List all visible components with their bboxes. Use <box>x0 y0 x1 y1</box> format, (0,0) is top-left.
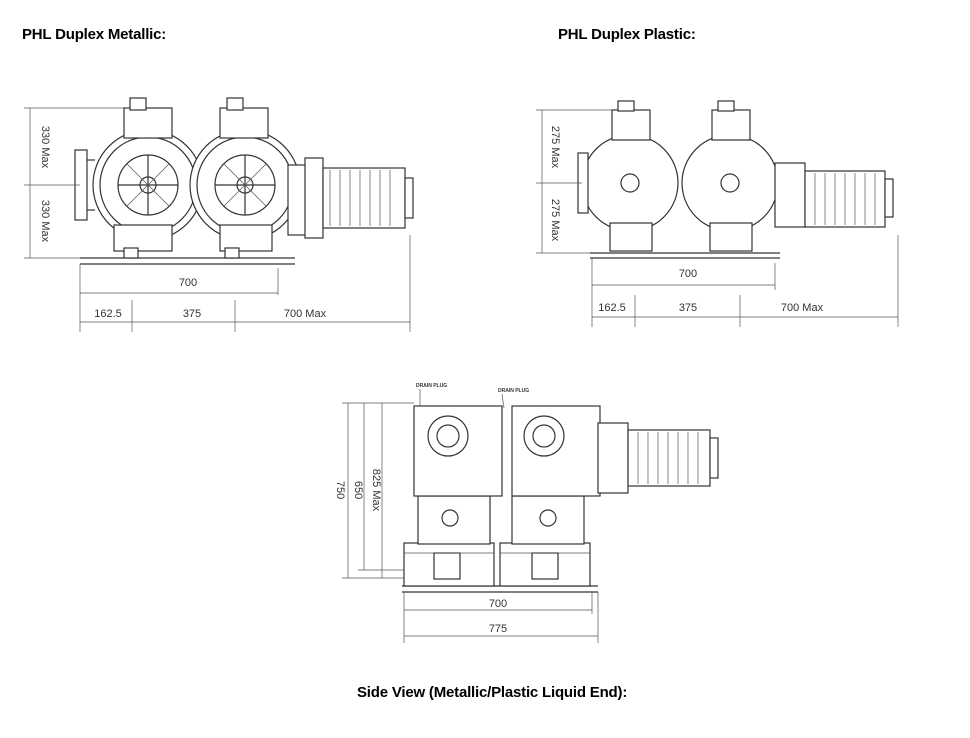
metallic-dim-bottom: 330 Max <box>39 200 51 243</box>
side-dim-750: 750 <box>334 481 346 499</box>
side-dim-825: 825 Max <box>370 469 382 512</box>
drain-plug-label-1: DRAIN PLUG <box>416 383 447 389</box>
side-view-heading: Side View (Metallic/Plastic Liquid End): <box>357 684 628 701</box>
plastic-dim-top: 275 Max <box>549 126 561 169</box>
plastic-dim-a: 162.5 <box>598 302 626 314</box>
metallic-dim-length: 700 <box>179 277 197 289</box>
metallic-heading: PHL Duplex Metallic: <box>22 26 167 43</box>
metallic-drawing: 330 Max 330 Max 700 162.5 375 700 Max <box>24 97 414 332</box>
side-view-drawing: DRAIN PLUG DRAIN PLUG 825 Max 650 750 70… <box>334 383 719 643</box>
plastic-heading: PHL Duplex Plastic: <box>558 26 696 43</box>
drain-plug-label-2: DRAIN PLUG <box>498 388 529 394</box>
plastic-dim-length: 700 <box>679 268 697 280</box>
plastic-dim-bottom: 275 Max <box>549 199 561 242</box>
metallic-dim-c: 700 Max <box>284 308 327 320</box>
side-dim-650: 650 <box>352 481 364 499</box>
side-dim-700: 700 <box>489 598 507 610</box>
metallic-dim-b: 375 <box>183 308 201 320</box>
metallic-dim-top: 330 Max <box>39 126 51 169</box>
plastic-drawing: 275 Max 275 Max 700 162.5 375 700 Max <box>536 100 899 327</box>
side-dim-775: 775 <box>489 623 507 635</box>
plastic-dim-b: 375 <box>679 302 697 314</box>
metallic-dim-a: 162.5 <box>94 308 122 320</box>
plastic-dim-c: 700 Max <box>781 302 824 314</box>
